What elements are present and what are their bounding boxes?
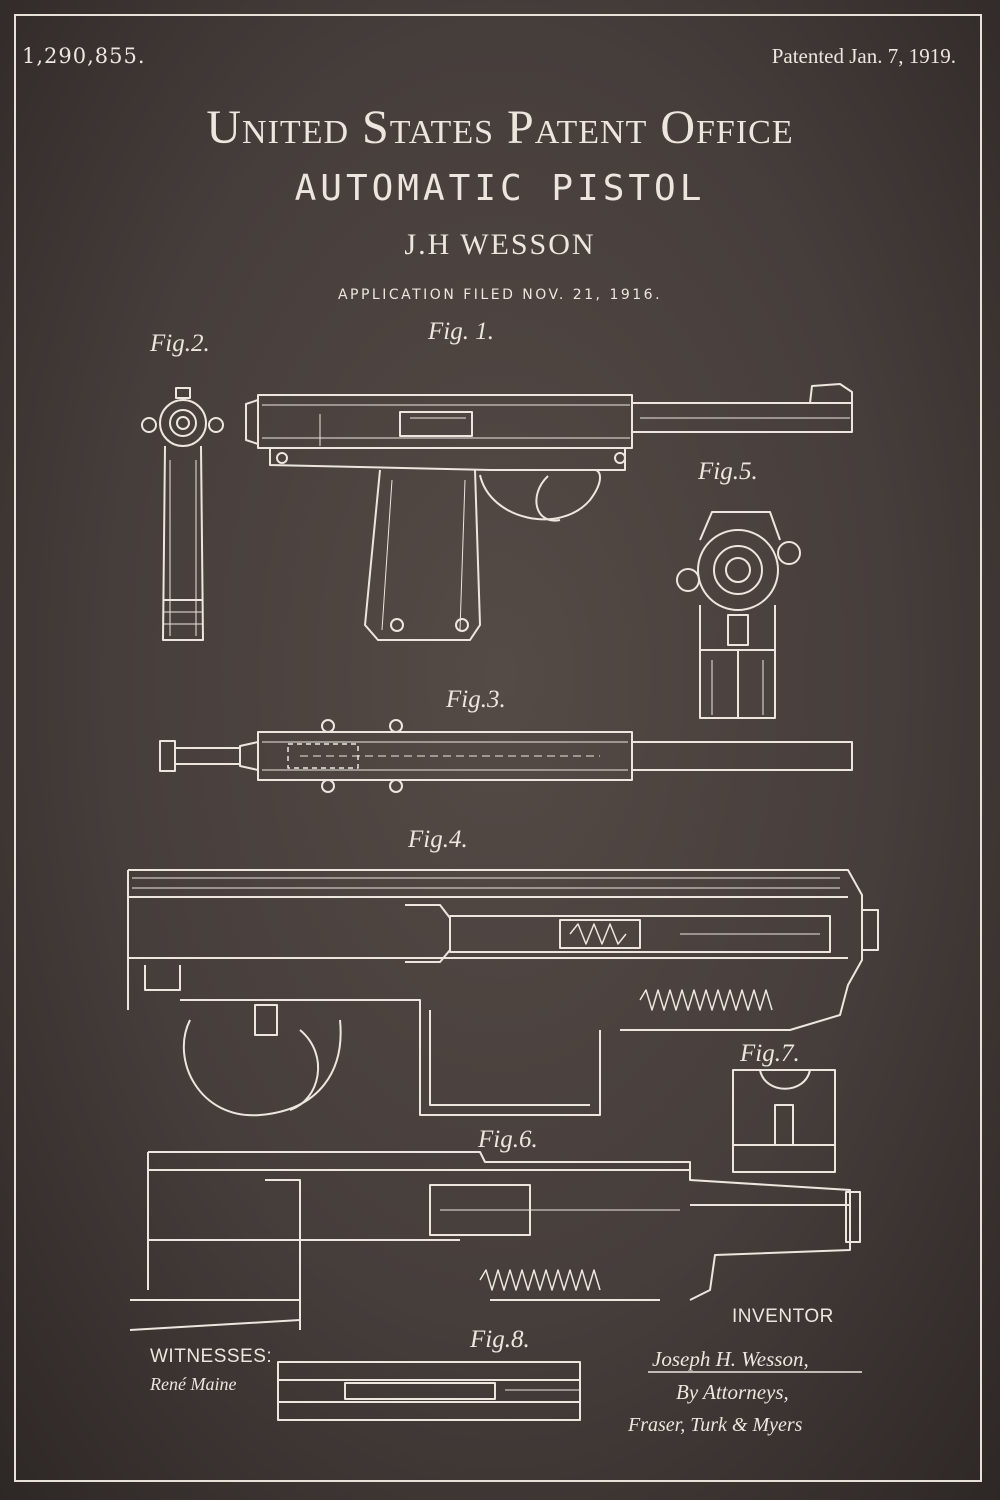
fig6-drawing: [129, 1151, 861, 1331]
fig8-caption: Fig.8.: [470, 1326, 530, 1353]
fig4-caption: Fig.4.: [408, 826, 468, 853]
page-border: [14, 14, 982, 1482]
application-filed: APPLICATION FILED NOV. 21, 1916.: [337, 287, 663, 303]
fig7-drawing: [732, 1069, 836, 1173]
attorneys-signature: Fraser, Turk & Myers: [628, 1414, 803, 1436]
fig8-drawing: [277, 1361, 581, 1421]
inventor-signature: Joseph H. Wesson,: [652, 1347, 809, 1371]
patent-number: 1,290,855.: [22, 44, 146, 68]
witness-signature: René Maine: [150, 1374, 237, 1394]
inventor-name: J.H WESSON: [404, 228, 596, 261]
fig3-drawing: [159, 719, 853, 793]
fig2-drawing: [141, 387, 224, 641]
patent-date: Patented Jan. 7, 1919.: [771, 44, 956, 68]
fig4-drawing: [127, 869, 879, 1117]
by-attorneys: By Attorneys,: [676, 1380, 789, 1404]
fig1-caption: Fig. 1.: [428, 318, 494, 345]
fig6-caption: Fig.6.: [478, 1126, 538, 1153]
fig5-drawing: [676, 511, 801, 719]
witnesses-label: WITNESSES:: [150, 1346, 273, 1367]
invention-title: AUTOMATIC PISTOL: [294, 168, 706, 209]
fig7-caption: Fig.7.: [740, 1040, 800, 1067]
fig1-drawing: [245, 383, 853, 641]
inventor-label: INVENTOR: [732, 1306, 834, 1327]
fig2-caption: Fig.2.: [150, 330, 210, 357]
office-title: United States Patent Office: [206, 101, 794, 154]
fig3-caption: Fig.3.: [446, 686, 506, 713]
fig5-caption: Fig.5.: [698, 458, 758, 485]
